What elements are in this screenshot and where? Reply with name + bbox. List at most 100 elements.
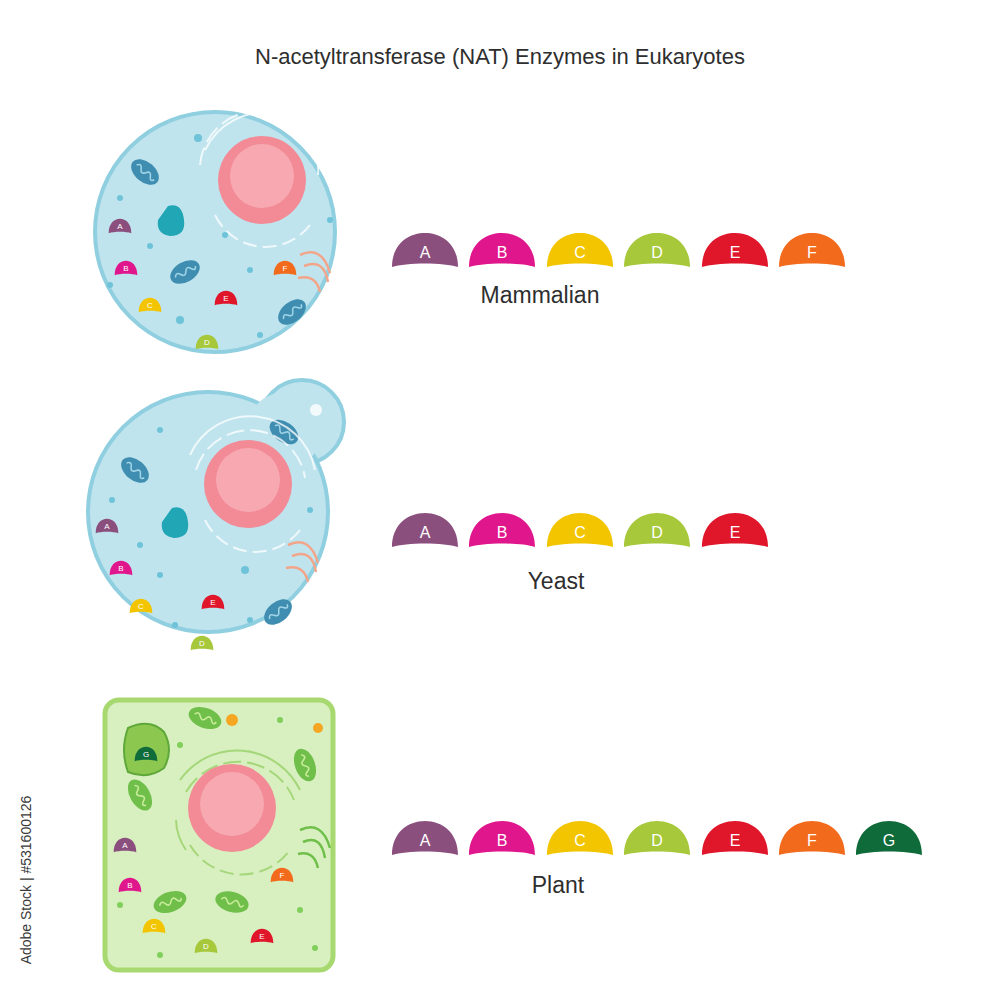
nat-enzyme: E [700,511,770,549]
nat-enzyme: C [545,819,615,857]
nat-enzyme: C [129,598,153,614]
enzyme-letter: B [497,240,508,261]
enzyme-letter: B [118,563,123,573]
nat-enzyme: D [622,511,692,549]
enzyme-outline [469,233,535,267]
enzyme-outline [110,561,133,575]
nat-enzyme: C [545,511,615,549]
enzyme-letter: C [574,828,586,849]
nat-enzyme: E [214,290,238,306]
enzyme-letter: C [151,921,157,931]
enzyme-outline [702,513,768,547]
nat-enzyme: D [190,635,214,651]
enzyme-letter: B [127,880,132,890]
nat-enzyme: D [194,938,218,954]
enzyme-outline [119,878,142,892]
nat-enzyme: C [138,297,162,313]
enzyme-outline [547,821,613,855]
enzyme-letter: A [104,521,109,531]
enzyme-outline [143,919,166,933]
enzyme-outline [547,513,613,547]
enzyme-letter: E [210,597,215,607]
nat-enzyme: A [95,518,119,534]
nat-enzyme: E [700,819,770,857]
enzyme-letter: A [420,520,431,541]
enzyme-letter: F [807,240,817,261]
nat-enzyme: B [467,511,537,549]
enzyme-letter: F [280,870,285,880]
enzyme-letter: C [147,300,153,310]
nat-enzyme: B [114,260,138,276]
nat-enzyme: F [273,260,297,276]
enzyme-outline [392,821,458,855]
enzyme-outline [195,939,218,953]
enzyme-outline [202,595,225,609]
enzyme-outline [779,233,845,267]
enzyme-outline [392,513,458,547]
enzyme-outline [114,838,137,852]
enzyme-outline [702,821,768,855]
enzyme-letter: D [651,520,663,541]
enzyme-outline [130,599,153,613]
nat-enzyme: B [118,877,142,893]
nat-enzyme: G [134,746,158,762]
organism-label: Mammalian [481,282,600,309]
enzyme-outline [702,233,768,267]
enzyme-outline [274,261,297,275]
nat-enzyme: B [467,819,537,857]
enzyme-letter: C [138,601,144,611]
enzyme-letter: C [574,520,586,541]
nat-enzyme: D [195,334,219,350]
enzyme-letter: G [883,828,895,849]
enzyme-outline [215,291,238,305]
enzyme-letter: D [203,941,209,951]
nat-enzyme: E [250,928,274,944]
enzyme-letter: E [730,520,741,541]
organism-label: Yeast [528,568,585,595]
enzyme-outline [469,821,535,855]
nat-enzyme: E [700,231,770,269]
nat-enzyme: G [854,819,924,857]
enzyme-outline [271,868,294,882]
enzyme-outline [469,513,535,547]
enzyme-outline [624,821,690,855]
enzyme-outline [856,821,922,855]
watermark: Adobe Stock | #531600126 [18,796,34,965]
enzyme-letter: E [223,293,228,303]
enzyme-letter: D [199,638,205,648]
enzyme-letter: B [497,520,508,541]
enzyme-letter: A [117,221,122,231]
enzyme-outline [779,821,845,855]
organism-label: Plant [532,872,584,899]
enzyme-letter: A [420,240,431,261]
enzyme-letter: A [420,828,431,849]
nat-enzyme: A [108,218,132,234]
enzyme-letter: D [651,240,663,261]
nat-enzyme: D [622,819,692,857]
nat-enzyme: F [777,819,847,857]
nat-enzyme: A [390,819,460,857]
nat-enzyme: F [777,231,847,269]
enzyme-outline [135,747,158,761]
enzyme-outline [392,233,458,267]
nat-enzyme: A [390,511,460,549]
enzyme-letter: B [123,263,128,273]
enzyme-letter: E [259,931,264,941]
enzyme-letter: B [497,828,508,849]
enzyme-outline [196,335,219,349]
enzyme-outline [115,261,138,275]
enzyme-letter: D [651,828,663,849]
enzyme-letter: A [122,840,127,850]
nat-enzyme: E [201,594,225,610]
nat-enzyme: C [142,918,166,934]
nat-enzyme: B [109,560,133,576]
enzyme-letter: G [143,749,149,759]
enzyme-outline [547,233,613,267]
enzyme-letter: E [730,240,741,261]
enzyme-outline [96,519,119,533]
enzyme-outline [139,298,162,312]
nat-enzyme: A [113,837,137,853]
enzyme-letter: E [730,828,741,849]
nat-enzyme: A [390,231,460,269]
enzyme-letter: D [204,337,210,347]
